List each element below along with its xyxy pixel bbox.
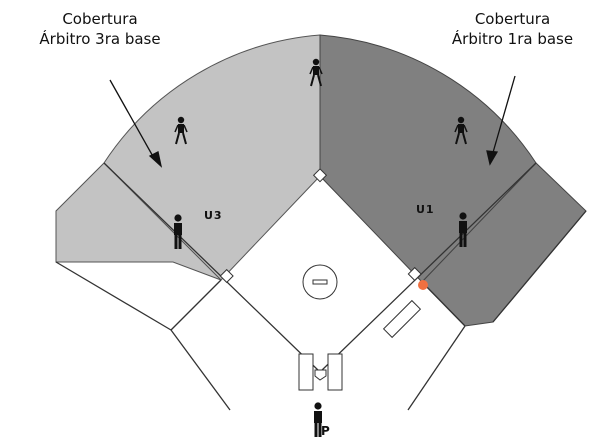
home-plate (314, 369, 327, 381)
batters-box-right (327, 353, 343, 391)
plate-umpire-label: P (321, 424, 330, 438)
arrows (109, 75, 516, 168)
umpire-figure-icon (309, 58, 323, 87)
runners-lane (382, 299, 422, 339)
umpire-figure-icon (174, 214, 182, 249)
second-base (312, 168, 328, 183)
umpire-figure-icon (174, 116, 188, 145)
third-base (219, 268, 234, 284)
pitchers-mound (302, 264, 338, 300)
third-base-umpire-label: U3 (204, 209, 223, 222)
third-base-coverage-foul (55, 162, 222, 281)
arrow-icon (109, 79, 156, 161)
caption-line: Árbitro 3ra base (39, 30, 161, 48)
umpire-figure-icon (454, 116, 468, 145)
pitchers-rubber-icon (312, 279, 328, 285)
umpire-figures (174, 58, 468, 437)
field-lines (55, 162, 587, 411)
first-base-umpire-label: U1 (416, 203, 435, 216)
first-base (407, 266, 422, 282)
caption-line: Cobertura (474, 10, 551, 28)
bases (219, 168, 428, 290)
coverage-zones (55, 34, 587, 327)
first-base-umpire-marker (418, 280, 428, 290)
first-base-coverage-foul (421, 162, 587, 327)
first-base-coverage-caption: Cobertura Árbitro 1ra base (430, 9, 595, 49)
third-base-coverage-caption: Cobertura Árbitro 3ra base (20, 9, 180, 49)
umpire-figure-icon (459, 212, 467, 247)
caption-line: Árbitro 1ra base (451, 30, 574, 48)
umpire-figure-icon (314, 402, 322, 437)
caption-line: Cobertura (62, 10, 138, 28)
batters-box-left (298, 353, 314, 391)
home-plate-area (298, 353, 343, 391)
arrow-icon (491, 75, 516, 157)
